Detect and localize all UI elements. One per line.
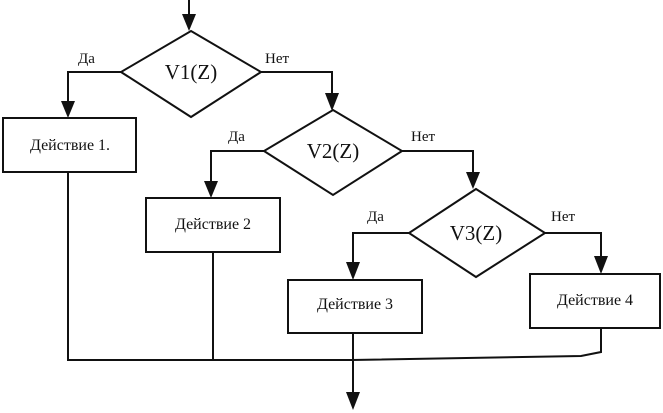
v1-no-arrowhead	[325, 93, 339, 111]
connector-lines	[67, 0, 602, 394]
decision-v3-shape	[407, 187, 547, 279]
action-3-box	[287, 279, 423, 334]
decision-v1: V1(Z)	[119, 29, 263, 119]
v2-no-line	[400, 150, 474, 178]
action-1: Действие 1.	[2, 117, 137, 173]
exit-arrowhead	[346, 392, 360, 410]
decision-v2: V2(Z)	[262, 108, 404, 197]
action-1-box	[2, 117, 137, 173]
v1-yes-line	[67, 71, 121, 109]
v2-yes-line	[210, 150, 265, 186]
v1-no-line	[259, 71, 333, 102]
decision-v1-label: V1(Z)	[165, 60, 217, 84]
v3-yes-label: Да	[367, 209, 384, 225]
action-3-label: Действие 3	[317, 296, 393, 313]
v1-yes-label: Да	[78, 51, 95, 67]
branch-labels: Да Нет Да Нет Да Нет	[78, 51, 575, 225]
action-2-box	[145, 197, 281, 253]
action-4-label: Действие 4	[557, 292, 633, 309]
v1-yes-arrowhead	[61, 101, 75, 118]
action-4-box	[529, 273, 661, 329]
decision-v2-label: V2(Z)	[307, 139, 359, 163]
v2-no-arrowhead	[466, 172, 480, 189]
v2-yes-label: Да	[228, 129, 245, 145]
v3-no-line	[544, 232, 602, 261]
action-4-down-line	[351, 327, 602, 362]
v3-yes-line	[352, 232, 412, 266]
decision-v3: V3(Z)	[407, 187, 547, 279]
v1-no-label: Нет	[265, 51, 289, 67]
action-3: Действие 3	[287, 279, 423, 334]
arrowheads	[61, 14, 608, 410]
v3-no-arrowhead	[594, 256, 608, 274]
action-4: Действие 4	[529, 273, 661, 329]
entry-arrowhead	[182, 14, 196, 31]
action-1-label: Действие 1.	[30, 137, 110, 154]
v2-no-label: Нет	[411, 129, 435, 145]
v3-yes-arrowhead	[346, 262, 360, 280]
v2-yes-arrowhead	[204, 181, 218, 198]
decision-v2-shape	[262, 108, 404, 197]
decision-v1-shape	[119, 29, 263, 119]
decision-v3-label: V3(Z)	[450, 221, 502, 245]
action-2-label: Действие 2	[175, 216, 251, 233]
v3-no-label: Нет	[551, 209, 575, 225]
action-2: Действие 2	[145, 197, 281, 253]
